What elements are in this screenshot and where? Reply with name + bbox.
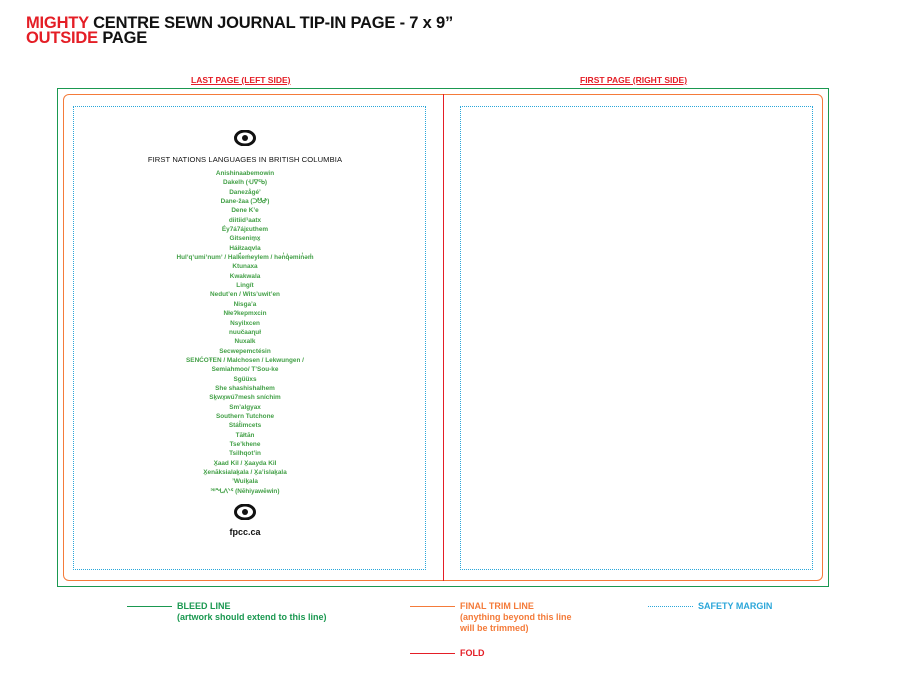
legend-safety-title: SAFETY MARGIN: [698, 601, 773, 611]
safety-margin-left: [73, 106, 426, 570]
first-page-label: FIRST PAGE (RIGHT SIDE): [580, 75, 688, 85]
legend-bleed-swatch: [127, 606, 172, 607]
document-title: MIGHTY CENTRE SEWN JOURNAL TIP-IN PAGE -…: [26, 14, 454, 47]
website-text: fpcc.ca: [229, 527, 261, 538]
left-page-content: FIRST NATIONS LANGUAGES IN BRITISH COLUM…: [130, 130, 360, 537]
last-page-label: LAST PAGE (LEFT SIDE): [191, 75, 291, 85]
language-item: ’Wuiḵala: [232, 478, 258, 486]
language-item: Southern Tutchone: [215, 412, 275, 420]
languages-heading: FIRST NATIONS LANGUAGES IN BRITISH COLUM…: [147, 155, 343, 164]
language-item: Ktunaxa: [232, 263, 258, 271]
language-item: Hulʼqʼumiʼnumʼ / Halǩ̓eḿeylem / hən̓q̓ə…: [176, 254, 314, 262]
language-item: Sḵwx̱wú7mesh sníchim: [209, 394, 281, 402]
language-item: Éy7á7ájɛuthem: [221, 226, 269, 234]
language-item: Sgüüxs: [233, 375, 257, 383]
language-item: Tsilhqot’in: [229, 450, 261, 458]
language-item: diitiidˀaatx: [228, 216, 262, 224]
legend-safety-swatch: [648, 606, 693, 607]
language-item: Semiahmoo/ T’Sou-ke: [211, 366, 279, 374]
language-item: X̱aad Kil / X̱aayda Kil: [213, 459, 277, 467]
language-item: Danezågé’: [229, 188, 261, 196]
fpcc-logo-bottom-icon: [234, 504, 256, 521]
language-item: ᐣᐦᖓᐱᐠᕐ (Nēhiyawēwin): [210, 487, 280, 495]
fold-line: [443, 94, 444, 581]
language-item: Dene K’e: [231, 207, 259, 215]
language-item: Kwakwala: [229, 272, 261, 280]
bleed-line-frame: [57, 88, 829, 587]
legend-trim-swatch: [410, 606, 455, 607]
title-line-2: OUTSIDE PAGE: [26, 29, 148, 47]
legend-fold-swatch: [410, 653, 455, 654]
title-line-1: MIGHTY CENTRE SEWN JOURNAL TIP-IN PAGE -…: [26, 14, 454, 32]
language-item: Nedut’en / Wits’uwit’en: [210, 291, 280, 299]
legend-trim-note-1: (anything beyond this line: [460, 612, 572, 622]
language-item: Dane-žaa (ᑐᕰᕷ): [220, 198, 270, 206]
language-item: Tse’khene: [229, 440, 261, 448]
language-item: Anishinaabemowin: [215, 170, 275, 177]
language-item: Nłeʔkepmxcin: [223, 310, 267, 318]
language-item: Nisga’a: [233, 300, 257, 308]
legend-trim-title: FINAL TRIM LINE: [460, 601, 534, 611]
safety-margin-right: [460, 106, 813, 570]
language-item: Stát̓imcets: [228, 422, 262, 430]
language-item: Sm’algyax: [229, 403, 261, 411]
language-item: Tāłtān: [235, 431, 255, 439]
language-item: Nuxalk: [234, 338, 256, 346]
language-item: Lingít: [236, 282, 254, 290]
legend-bleed-note: (artwork should extend to this line): [177, 612, 327, 622]
legend-fold-title: FOLD: [460, 648, 485, 658]
legend-bleed-title: BLEED LINE: [177, 601, 231, 611]
language-item: X̱enāksialaḵala / X̱a’islaḵala: [203, 469, 287, 476]
language-item: Gitsenim̱x̱: [229, 235, 261, 243]
language-item: Dakelh (ᑗᐁᖃ): [223, 179, 267, 187]
language-item: Háiłzaqvla: [229, 244, 261, 252]
fpcc-logo-icon: [234, 130, 256, 146]
legend-trim-note-2: will be trimmed): [460, 623, 529, 633]
language-item: Nsyilxcen: [230, 319, 260, 327]
language-item: She shashishalhem: [215, 384, 275, 392]
language-item: Secwepemctésin: [219, 347, 271, 355]
language-item: SENĆOŦEN / Malchosen / Lekwungen /: [186, 356, 304, 364]
language-item: nuučaaɳuł: [229, 328, 261, 336]
